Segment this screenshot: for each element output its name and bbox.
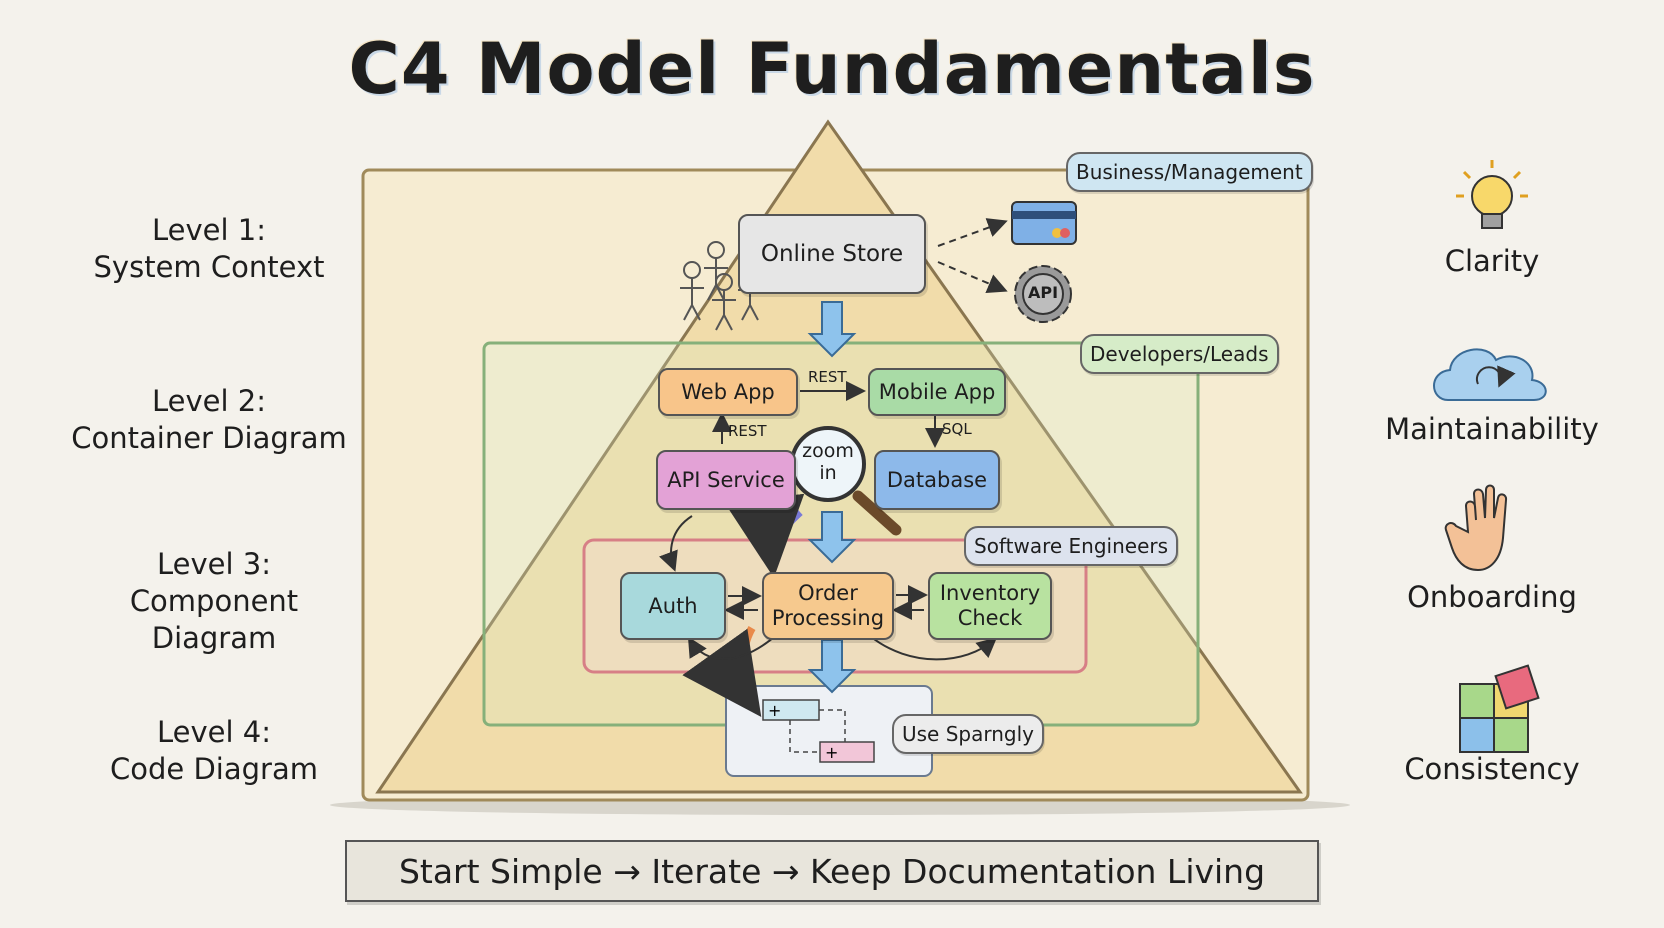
puzzle-icon	[1459, 664, 1540, 753]
zoom-arrows	[807, 301, 857, 694]
magnifier-icon	[790, 426, 902, 536]
benefit-onboarding: Onboarding	[1407, 580, 1577, 614]
rest-label-top: REST	[808, 368, 847, 386]
bottom-banner: Start Simple → Iterate → Keep Documentat…	[345, 840, 1319, 902]
level-4-label: Level 4: Code Diagram	[110, 715, 318, 786]
level-1-label: Level 1: System Context	[93, 213, 325, 284]
api-label: API	[1028, 283, 1059, 302]
web-app-box: Web App	[658, 368, 798, 416]
api-service-box: API Service	[656, 450, 796, 510]
rest-label-side: REST	[728, 422, 767, 440]
auth-box: Auth	[620, 572, 726, 640]
mobile-app-box: Mobile App	[868, 368, 1006, 416]
online-store-box: Online Store	[738, 214, 926, 294]
database-box: Database	[874, 450, 1000, 510]
level-2-label: Level 2: Container Diagram	[71, 384, 347, 455]
software-engineers-tag: Software Engineers	[964, 526, 1179, 566]
zoom-in-label: zoom in	[802, 440, 854, 484]
level-3-label: Level 3: Component Diagram	[129, 547, 299, 655]
use-sparingly-tag: Use Sparngly	[892, 714, 1045, 754]
benefit-consistency: Consistency	[1404, 752, 1580, 786]
code-class-box-2	[819, 741, 875, 763]
svg-text:+: +	[825, 743, 838, 762]
credit-card-icon	[1011, 201, 1077, 245]
business-management-tag: Business/Management	[1066, 152, 1313, 192]
order-processing-box: Order Processing	[762, 572, 894, 640]
cloud-icon	[1433, 348, 1547, 401]
hand-icon	[1444, 484, 1508, 572]
benefit-clarity: Clarity	[1444, 244, 1540, 278]
svg-text:+: +	[768, 701, 781, 720]
inventory-check-box: Inventory Check	[928, 572, 1052, 640]
page-title: C4 Model Fundamentals	[348, 28, 1316, 110]
lightbulb-icon	[1456, 160, 1528, 229]
developers-leads-tag: Developers/Leads	[1080, 334, 1279, 374]
benefit-maintainability: Maintainability	[1385, 412, 1599, 446]
api-gear-icon	[1014, 265, 1072, 323]
sql-label: SQL	[942, 420, 972, 438]
